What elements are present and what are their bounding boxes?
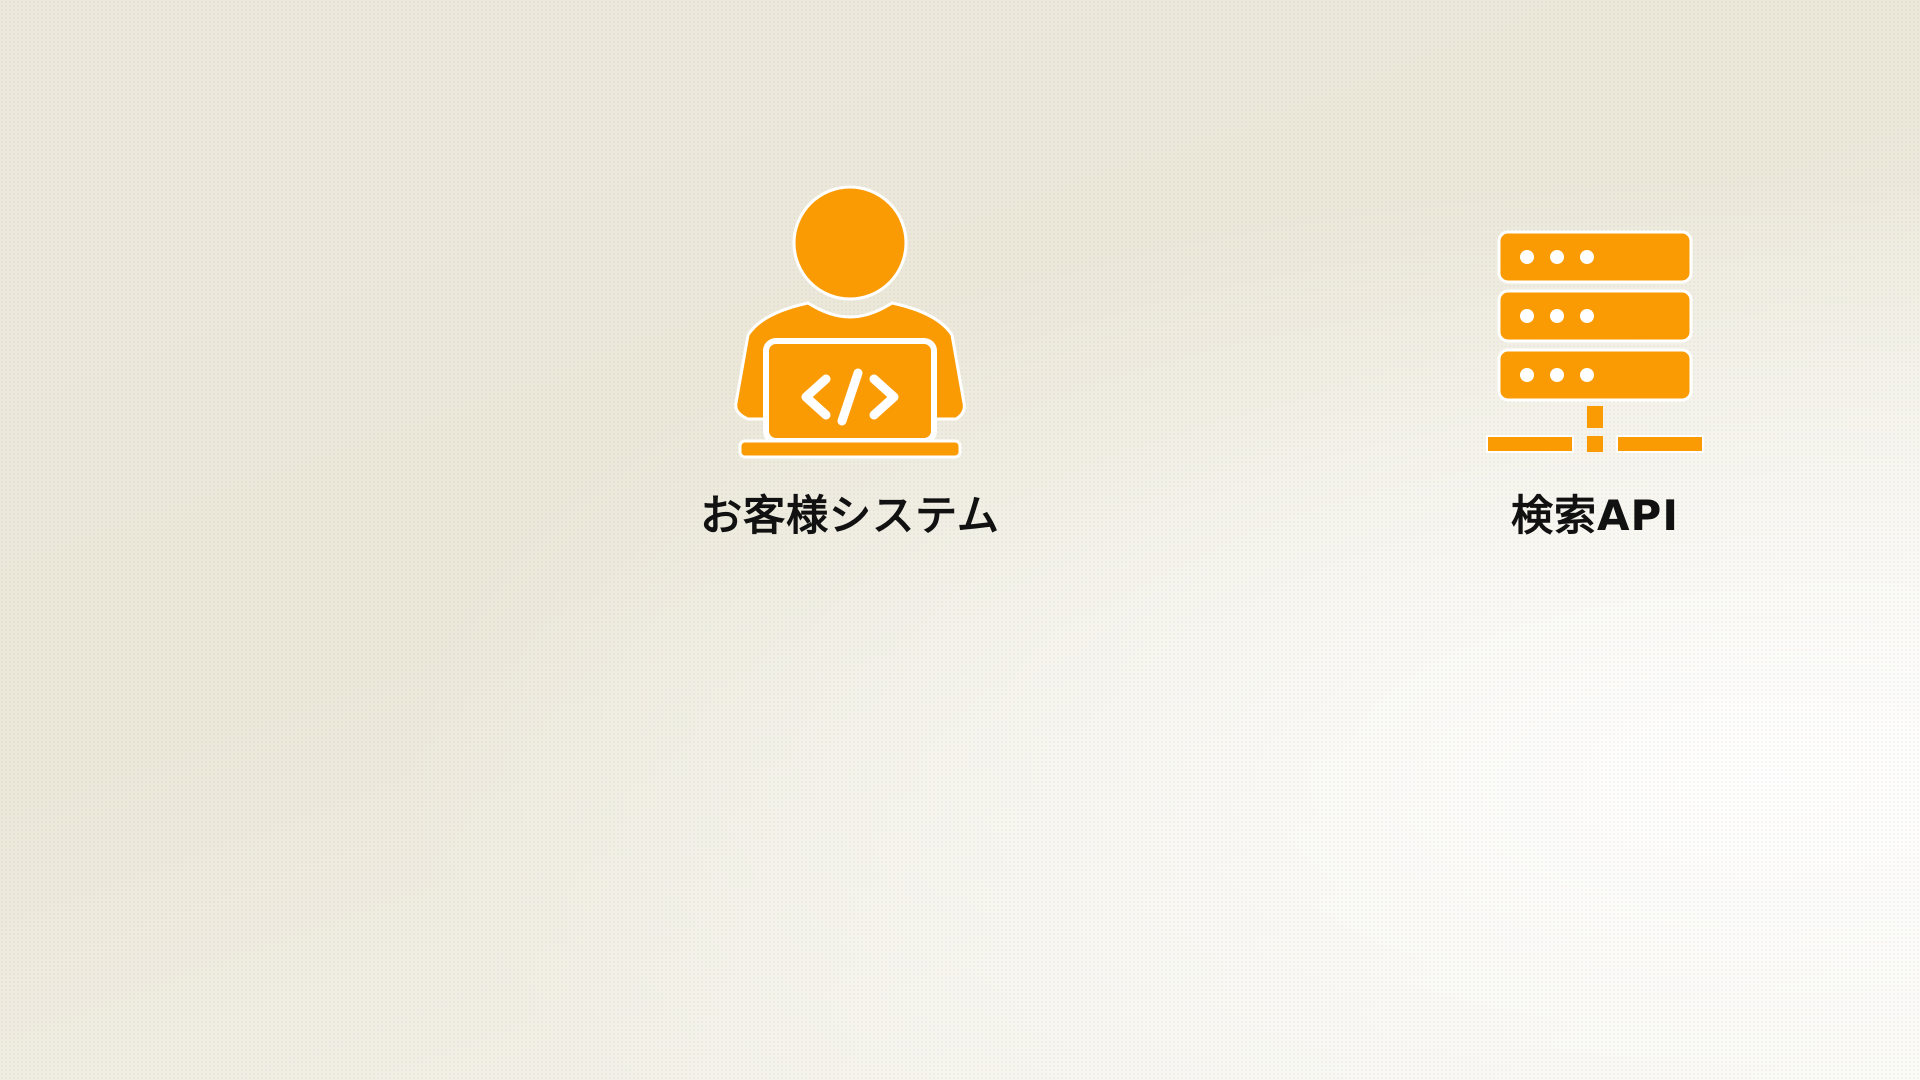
customer-icon-wrap xyxy=(730,180,970,460)
server-icon xyxy=(1486,230,1704,453)
developer-laptop-icon xyxy=(734,185,966,459)
customer-system-node: お客様システム xyxy=(690,180,1010,543)
search-api-node: 検索API xyxy=(1430,180,1760,543)
customer-system-label: お客様システム xyxy=(700,491,1000,540)
search-api-label: 検索API xyxy=(1511,491,1679,540)
api-icon-wrap xyxy=(1485,180,1705,460)
